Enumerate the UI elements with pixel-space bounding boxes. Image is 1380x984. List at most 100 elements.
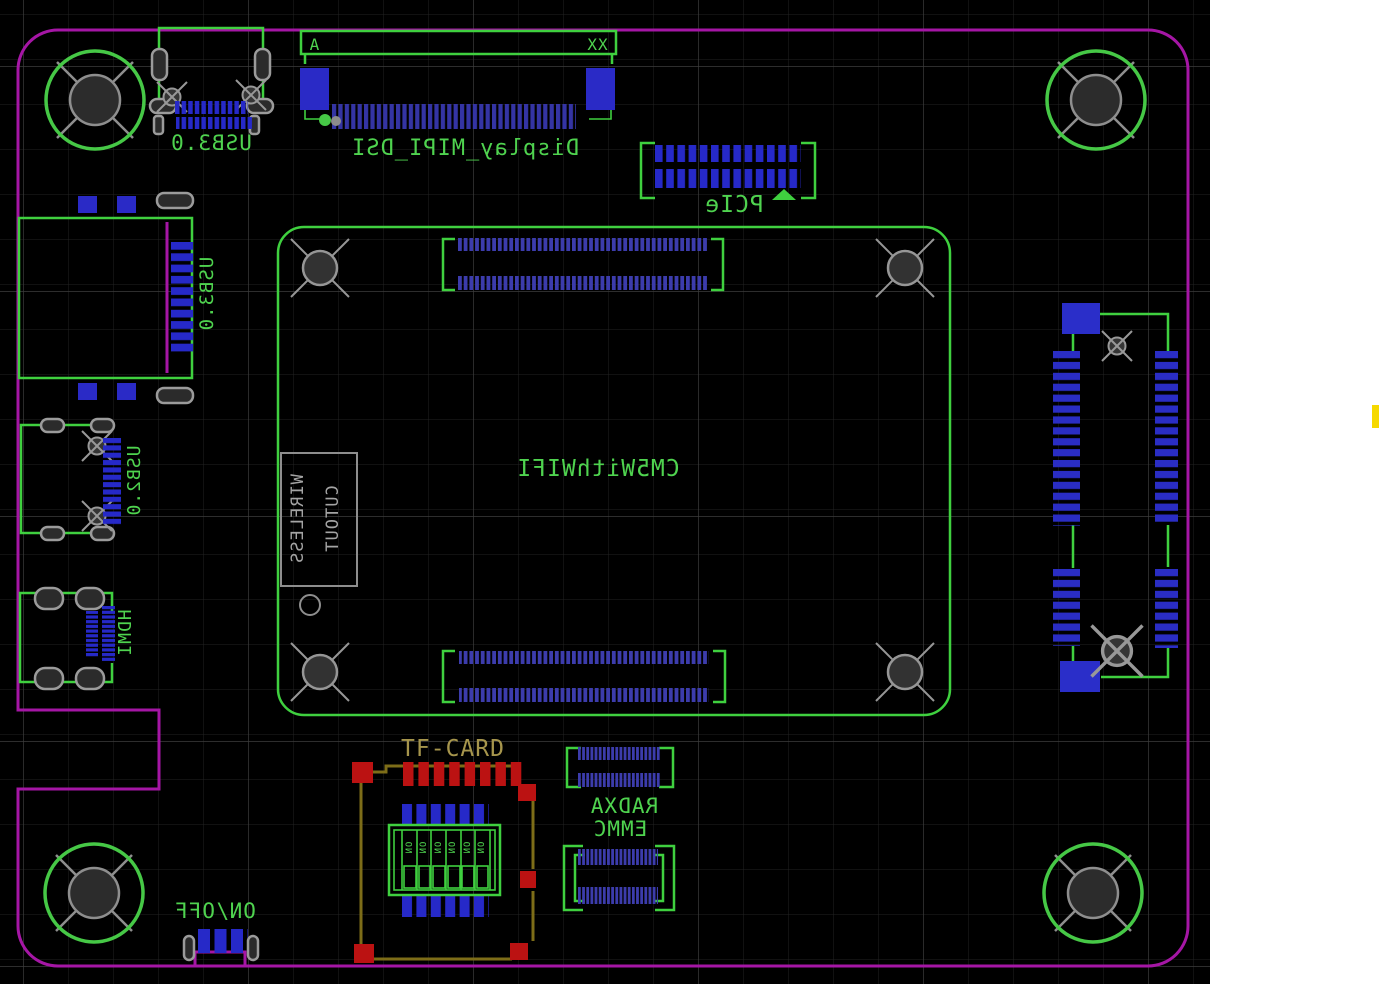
pad xyxy=(480,762,491,786)
pad-row xyxy=(655,145,801,162)
pad-column xyxy=(1155,567,1178,648)
pad-column xyxy=(1155,351,1178,523)
pin1-triangle-icon xyxy=(772,189,796,200)
shield-pad xyxy=(89,417,116,434)
pad-row xyxy=(332,104,576,129)
pad-column xyxy=(102,606,115,661)
switch-slider[interactable] xyxy=(476,865,489,889)
pad-column xyxy=(103,438,121,526)
mount-pad xyxy=(518,784,536,801)
dip-on-label: ON xyxy=(405,842,415,855)
pad-row xyxy=(402,804,489,825)
dip-on-label: ON xyxy=(419,842,429,855)
dip-on-label: ON xyxy=(434,842,444,855)
usb3-a-label: USB3.0 xyxy=(170,131,252,155)
shield-pad xyxy=(182,934,196,962)
switch-slider[interactable] xyxy=(432,865,446,889)
hdmi-label: HDMI xyxy=(115,609,136,656)
tf-card-socket-footprint[interactable]: TF-CARD ON ON ON ON ON xyxy=(352,736,536,963)
mipi-pin-a: A xyxy=(310,35,321,54)
pad-row xyxy=(175,101,248,114)
cm5-module-footprint[interactable]: CM5WithWIFI WIRELESS CUTOUT xyxy=(276,225,952,717)
mipi-pin-xx: XX xyxy=(587,35,608,54)
pad-row xyxy=(176,117,252,129)
pad-row xyxy=(578,849,658,865)
pad-row xyxy=(198,929,248,953)
pad-row xyxy=(655,169,801,188)
pad-row xyxy=(458,238,708,251)
gray-dot xyxy=(331,116,341,126)
gpio-connector-footprint[interactable] xyxy=(1053,303,1178,692)
pcb-editor-canvas[interactable]: USB3.0 A XX Display_MIPI_DSI PCIe USB3.0 xyxy=(0,0,1210,984)
mount-pad xyxy=(117,196,136,213)
pad xyxy=(495,762,506,786)
shield-pad xyxy=(39,525,66,542)
display-mipi-dsi-footprint[interactable]: A XX Display_MIPI_DSI xyxy=(299,29,618,161)
mount-pad xyxy=(354,944,374,963)
emmc-label: EMMC xyxy=(593,817,648,841)
shield-pad xyxy=(155,191,195,210)
switch-slider[interactable] xyxy=(403,865,417,889)
power-switch-footprint[interactable]: ON/OFF xyxy=(174,899,260,962)
usb2-port-footprint[interactable]: USB2.0 xyxy=(19,417,145,542)
wireless-cutout-zone xyxy=(280,452,358,587)
cutout-label: CUTOUT xyxy=(323,485,343,552)
shield-pad xyxy=(39,417,66,434)
pad-row xyxy=(578,887,658,904)
mount-pad xyxy=(78,383,97,400)
mount-pad xyxy=(117,383,136,400)
shield-pad xyxy=(89,525,116,542)
dip-on-label: ON xyxy=(477,842,487,855)
hdmi-port-footprint[interactable]: HDMI xyxy=(18,586,136,691)
dip-on-label: ON xyxy=(463,842,473,855)
anchor-pad xyxy=(300,68,329,110)
shield-pad xyxy=(253,47,272,82)
mount-pad xyxy=(352,762,373,783)
pad-column xyxy=(1053,351,1080,526)
pad xyxy=(510,762,522,786)
dip-switch[interactable]: ON ON ON ON ON ON xyxy=(387,823,502,897)
tf-card-label: TF-CARD xyxy=(401,736,505,762)
pad xyxy=(433,762,445,786)
pad xyxy=(449,762,460,786)
anchor-pad xyxy=(586,68,615,110)
pad-row xyxy=(578,747,661,760)
shield-pad xyxy=(74,666,106,691)
usb2-label: USB2.0 xyxy=(124,445,145,516)
dip-on-label: ON xyxy=(448,842,458,855)
switch-slider[interactable] xyxy=(447,865,461,889)
pad xyxy=(464,762,476,786)
pin1-dot xyxy=(319,114,331,126)
pad-column xyxy=(1053,569,1080,646)
usb3-port-b-footprint[interactable]: USB3.0 xyxy=(17,191,218,405)
switch-slider[interactable] xyxy=(461,865,475,889)
shield-pad xyxy=(150,47,169,82)
usb3-port-a-footprint[interactable]: USB3.0 xyxy=(148,26,275,155)
pcie-label: PCIe xyxy=(704,192,763,218)
pad-row xyxy=(402,896,489,917)
pcie-connector-footprint[interactable]: PCIe xyxy=(639,141,817,218)
fiducial-circle xyxy=(299,594,321,616)
mipi-label: Display_MIPI_DSI xyxy=(351,136,579,161)
emmc-connector-footprint[interactable]: RADXA EMMC xyxy=(562,746,676,912)
pad-column xyxy=(86,611,98,657)
mount-pad xyxy=(78,196,97,213)
shield-pad xyxy=(246,934,260,962)
shield-pad xyxy=(74,586,106,611)
wireless-label: WIRELESS xyxy=(288,474,308,564)
cm5-label: CM5WithWIFI xyxy=(516,456,679,482)
pad xyxy=(418,762,429,786)
shield-pad xyxy=(33,586,65,611)
anchor-pad xyxy=(1060,661,1100,692)
shield-pad xyxy=(155,386,195,405)
pad-row xyxy=(578,773,661,787)
empty-area xyxy=(1210,0,1380,984)
switch-slider[interactable] xyxy=(418,865,431,889)
pad-column xyxy=(171,242,193,355)
anchor-pad xyxy=(1062,303,1100,334)
mount-pad xyxy=(510,943,528,960)
shield-pad xyxy=(152,114,165,136)
pad-row xyxy=(458,276,708,290)
on-off-label: ON/OFF xyxy=(174,899,256,923)
